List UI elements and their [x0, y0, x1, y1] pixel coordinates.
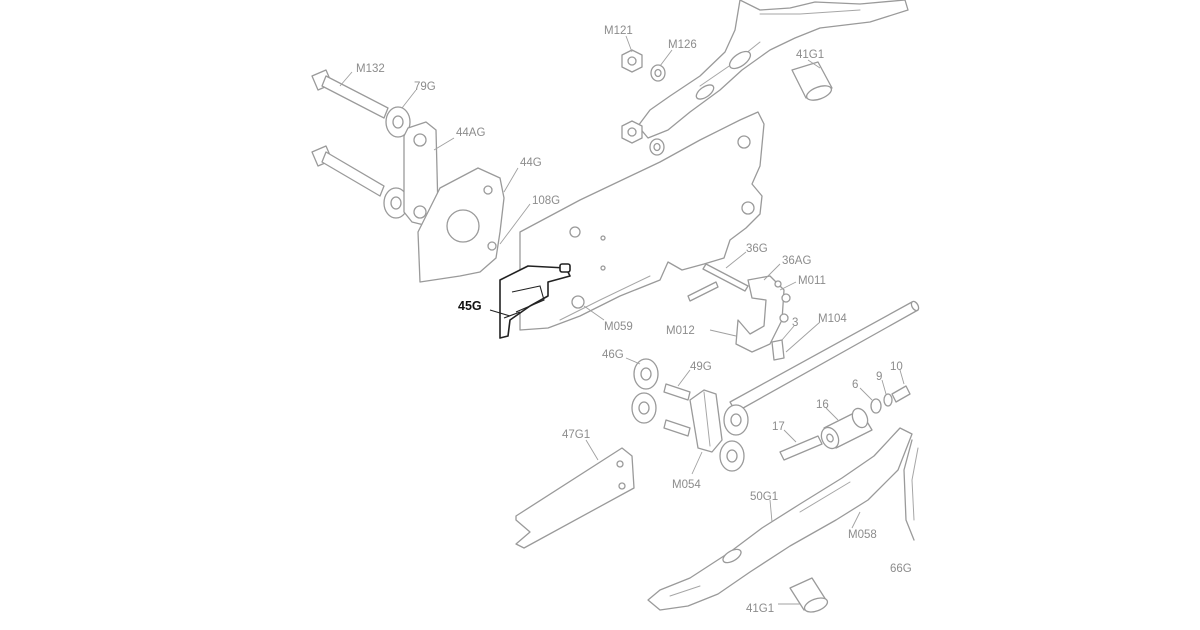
upper-arm: [637, 0, 909, 139]
label-36ag: 36AG: [782, 255, 811, 267]
ring-6: [870, 398, 882, 414]
label-49g: 49G: [690, 361, 712, 373]
label-36g: 36G: [746, 243, 768, 255]
label-44ag: 44AG: [456, 127, 485, 139]
label-66g: 66G: [890, 563, 912, 575]
nut-lower: [621, 120, 665, 156]
pins-49g: [663, 383, 691, 437]
lower-arm-50g1: [647, 427, 913, 611]
label-17: 17: [772, 421, 785, 433]
block-m054: [689, 389, 749, 472]
plate-44g: [417, 167, 505, 283]
nut-m121: [621, 49, 643, 73]
label-16: 16: [816, 399, 829, 411]
main-frame-m059: [519, 111, 765, 331]
label-10: 10: [890, 361, 903, 373]
label-m121: M121: [604, 25, 633, 37]
label-6: 6: [852, 379, 858, 391]
pin-17: [779, 435, 823, 461]
label-m059: M059: [604, 321, 633, 333]
label-m126: M126: [668, 39, 697, 51]
pin-3: [771, 339, 785, 361]
label-50g1: 50G1: [750, 491, 778, 503]
bushing-41g1-bottom: [789, 577, 829, 613]
label-9: 9: [876, 371, 882, 383]
label-m054: M054: [672, 479, 701, 491]
washer-79g: [383, 106, 411, 219]
ring-9: [883, 393, 893, 407]
label-3: 3: [792, 317, 798, 329]
bracket-45g-highlighted: [499, 263, 571, 339]
label-41g1-top: 41G1: [796, 49, 824, 61]
label-m132: M132: [356, 63, 385, 75]
bolt-m132-upper: [311, 69, 389, 119]
cylinder-16: [820, 407, 873, 450]
label-46g: 46G: [602, 349, 624, 361]
label-m104: M104: [818, 313, 847, 325]
label-45g: 45G: [458, 299, 482, 313]
clamp-m012: [735, 275, 791, 353]
label-44g: 44G: [520, 157, 542, 169]
leader-lines: [339, 35, 905, 605]
washers-46g: [631, 358, 659, 424]
pins-36g: [687, 263, 749, 302]
part-labels: M121 M126 41G1 M132 79G 44AG 44G 108G 45…: [356, 25, 912, 615]
bushing-41g1-top: [791, 61, 833, 101]
label-m011: M011: [798, 275, 826, 287]
label-79g: 79G: [414, 81, 436, 93]
link-m058: [903, 439, 919, 541]
label-47g1: 47G1: [562, 429, 590, 441]
screw-10: [891, 385, 911, 403]
label-41g1-bottom: 41G1: [746, 603, 774, 615]
label-m012: M012: [666, 325, 695, 337]
plate-47g1: [515, 447, 635, 549]
label-108g: 108G: [532, 195, 560, 207]
label-m058: M058: [848, 529, 877, 541]
bolt-lower: [311, 145, 385, 197]
washer-m126: [650, 64, 666, 82]
